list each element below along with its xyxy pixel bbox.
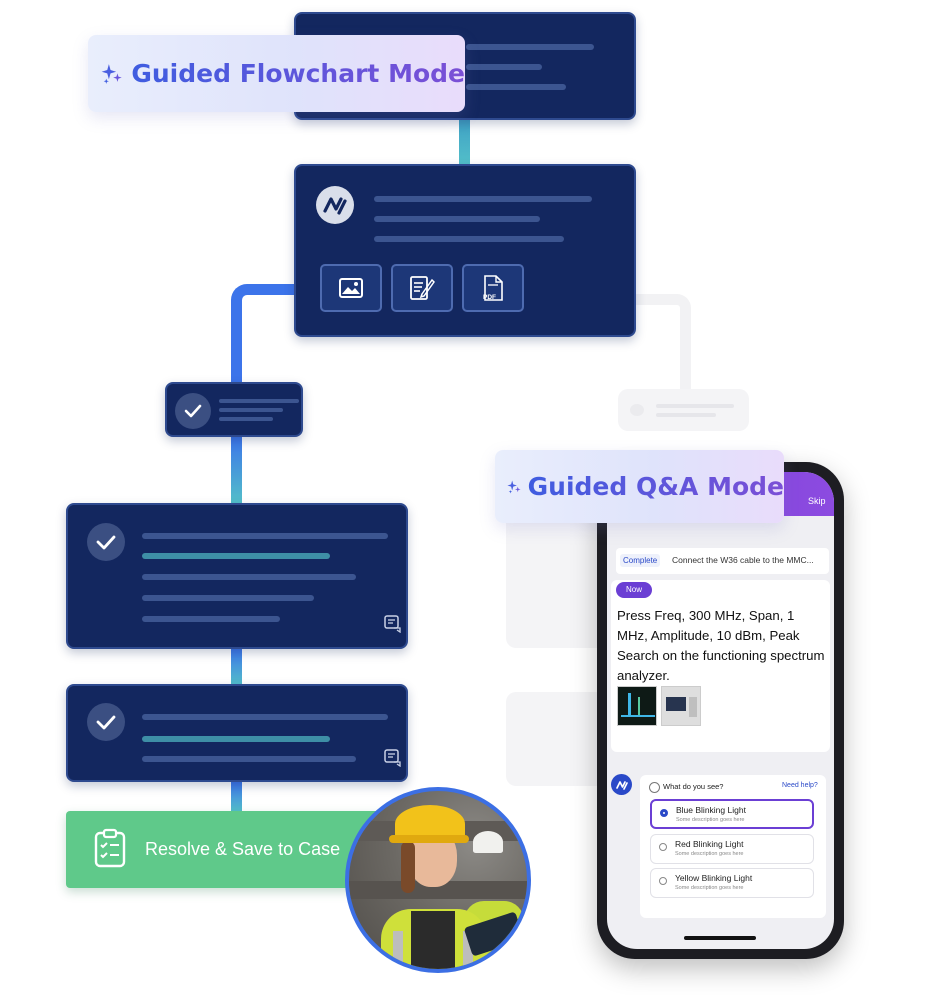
phone-screen: Skip Complete Connect the W36 cable to t… [607,472,834,949]
worker-photo [345,787,531,973]
text-line-highlight [142,553,330,559]
text-line [142,756,356,762]
instruction-text: Press Freq, 300 MHz, Span, 1 MHz, Amplit… [617,608,825,683]
answer-option-red[interactable]: Red Blinking Light Some description goes… [650,834,814,864]
text-line [219,408,283,412]
connector-top [459,118,470,166]
option-title: Yellow Blinking Light [675,873,753,883]
connector-bottom [231,782,242,812]
option-desc: Some description goes here [675,851,744,857]
flow-step-card-2[interactable] [66,684,408,782]
need-help-link[interactable]: Need help? [782,782,818,789]
text-line [219,417,273,421]
radio-unselected [659,877,667,885]
flow-card-main[interactable]: PDF [294,164,636,337]
sparkle-icon [507,480,521,493]
text-line [142,533,388,539]
bot-logo-icon [611,774,632,795]
connector-branch-right-ghost [634,294,691,392]
ghost-step [618,389,749,431]
notes-icon [410,276,435,300]
question-text: What do you see? [663,782,724,791]
option-desc: Some description goes here [675,885,744,891]
chat-icon [384,749,401,767]
text-line [142,714,388,720]
image-icon [339,278,363,298]
qa-mode-badge: Guided Q&A Mode [495,450,784,523]
check-icon [87,703,125,741]
analyzer-thumbnail-1[interactable] [617,686,657,726]
flowchart-mode-label: Guided Flowchart Mode [131,59,465,88]
answer-option-blue[interactable]: Blue Blinking Light Some description goe… [650,799,814,829]
text-line [466,44,594,50]
logo-icon [316,186,354,224]
radio-selected [660,809,668,817]
now-badge: Now [616,582,652,598]
text-line-highlight [142,736,330,742]
skip-button[interactable]: Skip [808,496,826,506]
qa-mode-label: Guided Q&A Mode [527,472,784,501]
pdf-icon [484,275,503,301]
connector-branch-left [231,284,295,384]
connector-lower [231,648,242,686]
answer-option-yellow[interactable]: Yellow Blinking Light Some description g… [650,868,814,898]
text-line [142,595,314,601]
chat-icon [384,615,401,633]
check-circle-icon [649,782,660,793]
option-desc: Some description goes here [676,817,745,823]
home-indicator [684,936,756,940]
analyzer-thumbnail-2[interactable] [661,686,701,726]
clipboard-checklist-icon [94,828,126,868]
current-step-card: Now Press Freq, 300 MHz, Span, 1 MHz, Am… [611,580,830,752]
text-line [374,196,592,202]
text-line [374,236,564,242]
image-attach-button[interactable] [320,264,382,312]
pdf-attach-button[interactable]: PDF [462,264,524,312]
phone-mockup: Skip Complete Connect the W36 cable to t… [597,462,844,959]
check-icon [87,523,125,561]
flow-step-small[interactable] [165,382,303,437]
text-line [466,64,542,70]
text-line [374,216,540,222]
text-line [142,574,356,580]
ghost-card-2 [506,692,606,786]
flowchart-mode-badge: Guided Flowchart Mode [88,35,465,112]
flow-step-card-1[interactable] [66,503,408,649]
radio-unselected [659,843,667,851]
notes-attach-button[interactable] [391,264,453,312]
option-title: Red Blinking Light [675,839,744,849]
text-line [219,399,299,403]
option-title: Blue Blinking Light [676,805,746,815]
check-icon [175,393,211,429]
resolve-label: Resolve & Save to Case [145,839,341,859]
complete-row: Complete Connect the W36 cable to the MM… [616,548,829,574]
pdf-label: PDF [483,294,496,301]
sparkle-icon [101,63,122,84]
text-line [466,84,566,90]
text-line [142,616,280,622]
ghost-card-1 [506,505,606,648]
complete-step-text: Connect the W36 cable to the MMC... [672,555,814,565]
complete-badge: Complete [620,554,661,567]
connector-mid [231,436,242,504]
